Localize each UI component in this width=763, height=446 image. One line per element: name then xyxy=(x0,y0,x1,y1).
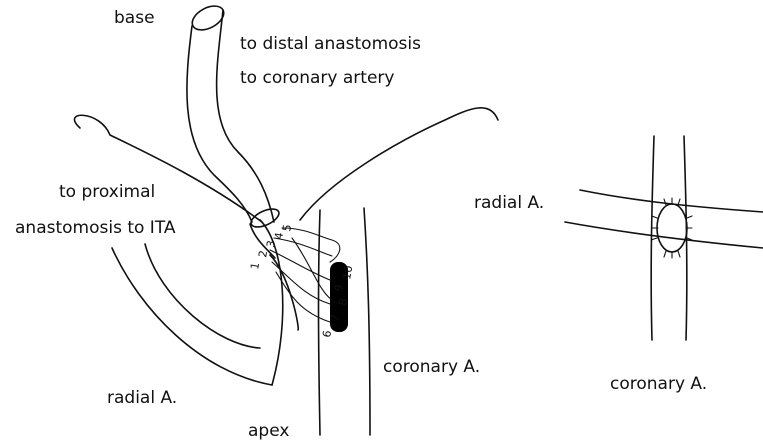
suture-numbers-upper: 1 2 3 4 5 xyxy=(248,223,294,270)
label-proximal-to-ita: anastomosis to ITA xyxy=(15,220,176,237)
label-radial-left: radial A. xyxy=(107,390,177,407)
heart-surface-curves xyxy=(74,108,498,385)
label-distal-to-coronary: to coronary artery xyxy=(240,70,394,87)
label-base: base xyxy=(114,10,155,27)
suture-number: 6 xyxy=(320,329,334,338)
suture-number: 4 xyxy=(272,231,286,240)
label-apex: apex xyxy=(248,423,289,440)
right-panel xyxy=(565,136,763,340)
label-radial-right: radial A. xyxy=(474,195,544,212)
suture-number: 10 xyxy=(340,264,355,280)
suture-number: 3 xyxy=(264,239,278,248)
suture-number: 8 xyxy=(336,297,350,306)
label-coronary-right: coronary A. xyxy=(610,376,707,393)
label-proximal: to proximal xyxy=(59,184,155,201)
label-coronary-left: coronary A. xyxy=(383,359,480,376)
suture-number: 1 xyxy=(248,261,262,270)
label-distal-anastomosis: to distal anastomosis xyxy=(240,36,421,53)
suture-number: 5 xyxy=(280,223,294,232)
